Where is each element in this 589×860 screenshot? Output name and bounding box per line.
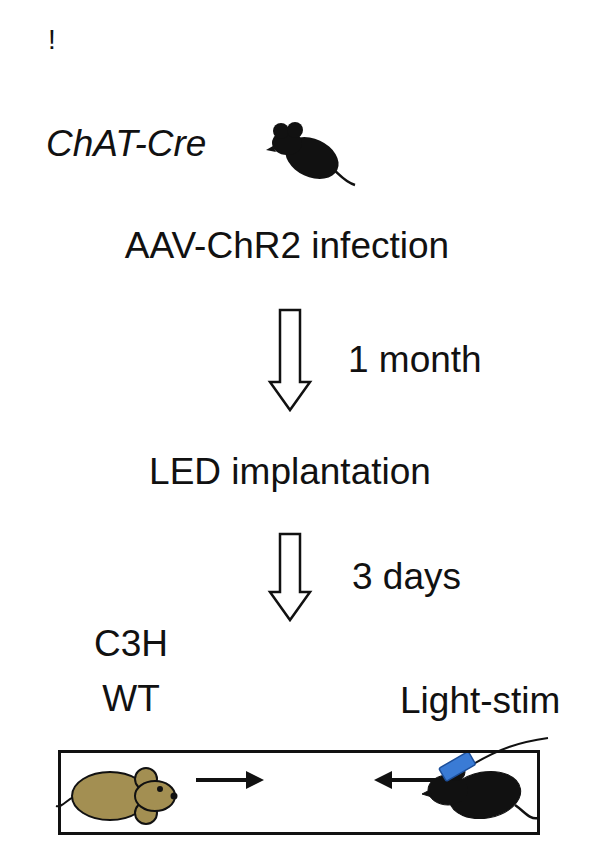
step-text: AAV-ChR2 infection xyxy=(40,224,510,268)
approach-arrow xyxy=(196,771,264,789)
mouse-label: C3H WT xyxy=(76,616,186,726)
stim-label: Light-stim xyxy=(400,673,560,728)
hollow-arrow xyxy=(270,534,310,620)
interval-label: 1 month xyxy=(348,338,482,382)
interval-label: 3 days xyxy=(352,555,461,599)
hollow-arrow xyxy=(270,310,310,410)
arena-box xyxy=(58,750,540,835)
test-arena: C3H WTLight-stim xyxy=(56,622,544,838)
wild-type-mouse xyxy=(56,768,177,824)
strain-label: ChAT-Cre xyxy=(40,122,206,166)
stimulated-mouse xyxy=(422,763,538,824)
protocol-step: ChAT-CreAAV-ChR2 infection xyxy=(40,122,510,308)
protocol-step: LED implantation xyxy=(100,412,480,532)
step-text: LED implantation xyxy=(100,450,480,494)
mouse-icon xyxy=(266,122,355,187)
panel-label: ! xyxy=(48,18,56,62)
led-implant xyxy=(439,738,548,781)
